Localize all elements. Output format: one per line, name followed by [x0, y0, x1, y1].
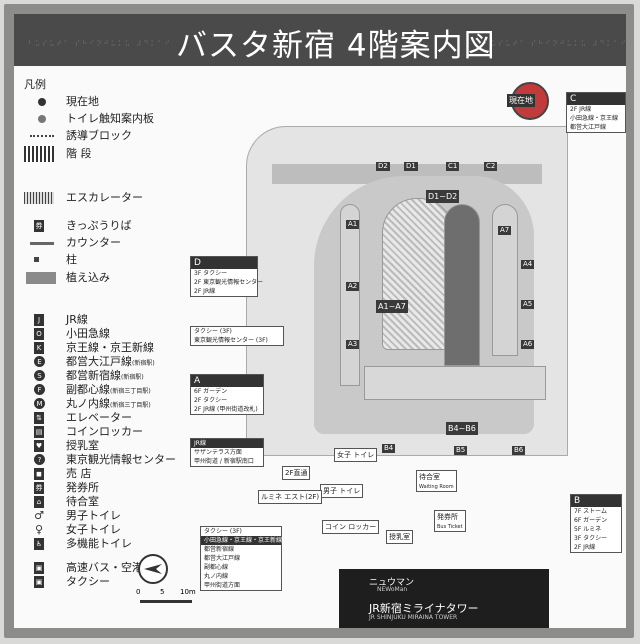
shop-icon: ◼	[34, 468, 44, 480]
information-icon: ?	[34, 454, 45, 465]
waiting-room-icon: ⌂	[34, 496, 44, 508]
floor-map-panel: バスタ新宿 4階案内図 ⠃⠥⠎⠥⠞⠁ ⠎⠓⠊⠝⠚⠥⠅⠥ ⠼⠙⠅⠁⠊ ⠃⠥⠎⠥⠞⠁…	[14, 14, 626, 628]
callout-c: C 2F JR線 小田急線・京王線 都営大江戸線	[566, 92, 626, 133]
legend-heading: 凡例	[24, 78, 46, 91]
ticket-machine-icon: 券	[34, 220, 44, 232]
tower-label: JR新宿ミライナタワー	[369, 602, 479, 615]
scale-ten: 10m	[180, 588, 196, 596]
braille-text: ⠃⠥⠎⠥⠞⠁ ⠎⠓⠊⠝⠚⠥⠅⠥ ⠼⠙⠅⠁⠊	[28, 40, 172, 48]
newoman-label-en: NEWoMan	[377, 586, 408, 593]
men-toilet-icon: ♂	[34, 509, 44, 522]
central-island	[382, 198, 454, 350]
tactile-board-icon	[38, 115, 46, 123]
bay-label-a: A1~A7	[376, 300, 408, 313]
elevator-icon: ⇅	[34, 412, 44, 424]
marunouchi-line-icon: M	[34, 398, 45, 409]
shinjuku-line-icon: S	[34, 370, 45, 381]
coin-locker: コイン ロッカー	[322, 520, 380, 534]
bay-a5: A5	[521, 300, 535, 309]
b-platform	[364, 366, 546, 400]
title-bar: バスタ新宿 4階案内図 ⠃⠥⠎⠥⠞⠁ ⠎⠓⠊⠝⠚⠥⠅⠥ ⠼⠙⠅⠁⠊ ⠃⠥⠎⠥⠞⠁…	[14, 14, 626, 66]
bay-a2: A2	[346, 282, 360, 291]
ticket-office-icon: 券	[34, 482, 44, 494]
tower-label-en: JR SHINJUKU MIRAINA TOWER	[369, 614, 458, 621]
scale-bar: 0 5 10m	[136, 588, 196, 608]
bay-d1: D1	[404, 162, 418, 171]
oedo-line-icon: E	[34, 356, 45, 367]
women-toilet-icon: ♀	[34, 523, 44, 536]
fukutoshin-line-icon: F	[34, 384, 45, 395]
bay-a1: A1	[346, 220, 360, 229]
mens-toilet: 男子 トイレ	[320, 484, 364, 498]
bay-c1: C1	[446, 162, 460, 171]
jr-line-icon: J	[34, 314, 44, 326]
elevator-2f: 2F直通	[282, 466, 311, 480]
pillar-icon	[34, 257, 39, 262]
callout-taxi-info: タクシー (3F) 東京観光情報センター (3F)	[190, 326, 284, 346]
bus-icon: ▣	[34, 562, 44, 574]
you-are-here-label: 現在地	[507, 94, 535, 107]
callout-d: D 3F タクシー 2F 東京観光情報センター 2F JR線	[190, 256, 263, 297]
keio-line-icon: K	[34, 342, 44, 354]
center-lane	[444, 204, 480, 366]
bay-b4: B4	[382, 444, 396, 453]
north-arrow-icon	[138, 554, 168, 584]
guide-block-icon	[30, 135, 54, 137]
callout-b: B 7F ストーム 6F ガーデン 5F ルミネ 3F タクシー 2F JR線	[570, 494, 622, 553]
bay-b5: B5	[454, 446, 468, 455]
bay-a7: A7	[498, 226, 512, 235]
miraina-tower: ニュウマン NEWoMan JR新宿ミライナタワー JR SHINJUKU MI…	[339, 569, 549, 628]
scale-zero: 0	[136, 588, 141, 596]
counter-icon	[30, 242, 54, 245]
callout-transit: タクシー (3F) 小田急線・京王線・京王新線 都営新宿線 都営大江戸線 副都心…	[200, 526, 282, 591]
lumine-link: ルミネ エスト(2F)	[258, 490, 323, 504]
planting-icon	[26, 272, 56, 284]
bay-a6: A6	[521, 340, 535, 349]
bay-a3: A3	[346, 340, 360, 349]
callout-jr: JR線 サザンテラス方面 甲州街道 / 新宿駅南口	[190, 438, 264, 467]
bay-d2: D2	[376, 162, 390, 171]
bay-c2: C2	[484, 162, 498, 171]
bay-label-d: D1~D2	[426, 190, 460, 203]
newoman-label: ニュウマン	[369, 578, 415, 588]
nursing-room-icon: ♥	[34, 440, 44, 452]
taxi-icon: ▣	[34, 576, 44, 588]
scale-five: 5	[160, 588, 165, 596]
accessible-toilet-icon: ♿	[34, 538, 44, 550]
map-title: バスタ新宿 4階案内図	[176, 28, 496, 64]
a-lane	[340, 204, 360, 386]
bay-label-b: B4~B6	[446, 422, 478, 435]
womens-toilet: 女子 トイレ	[334, 448, 378, 462]
bay-a4: A4	[521, 260, 535, 269]
stairs-icon	[24, 146, 54, 162]
current-location-icon	[38, 98, 46, 106]
braille-text-right: ⠃⠥⠎⠥⠞⠁ ⠎⠓⠊⠝⠚⠥⠅⠥ ⠼⠙⠅⠁⠊	[484, 40, 626, 48]
locker-icon: ▤	[34, 426, 44, 438]
callout-a: A 6F ガーデン 2F タクシー 2F JR線 (甲州街道改札)	[190, 374, 264, 415]
nursing-room: 授乳室	[386, 530, 413, 544]
odakyu-line-icon: O	[34, 328, 44, 340]
bay-b6: B6	[512, 446, 526, 455]
escalator-icon	[24, 192, 54, 204]
